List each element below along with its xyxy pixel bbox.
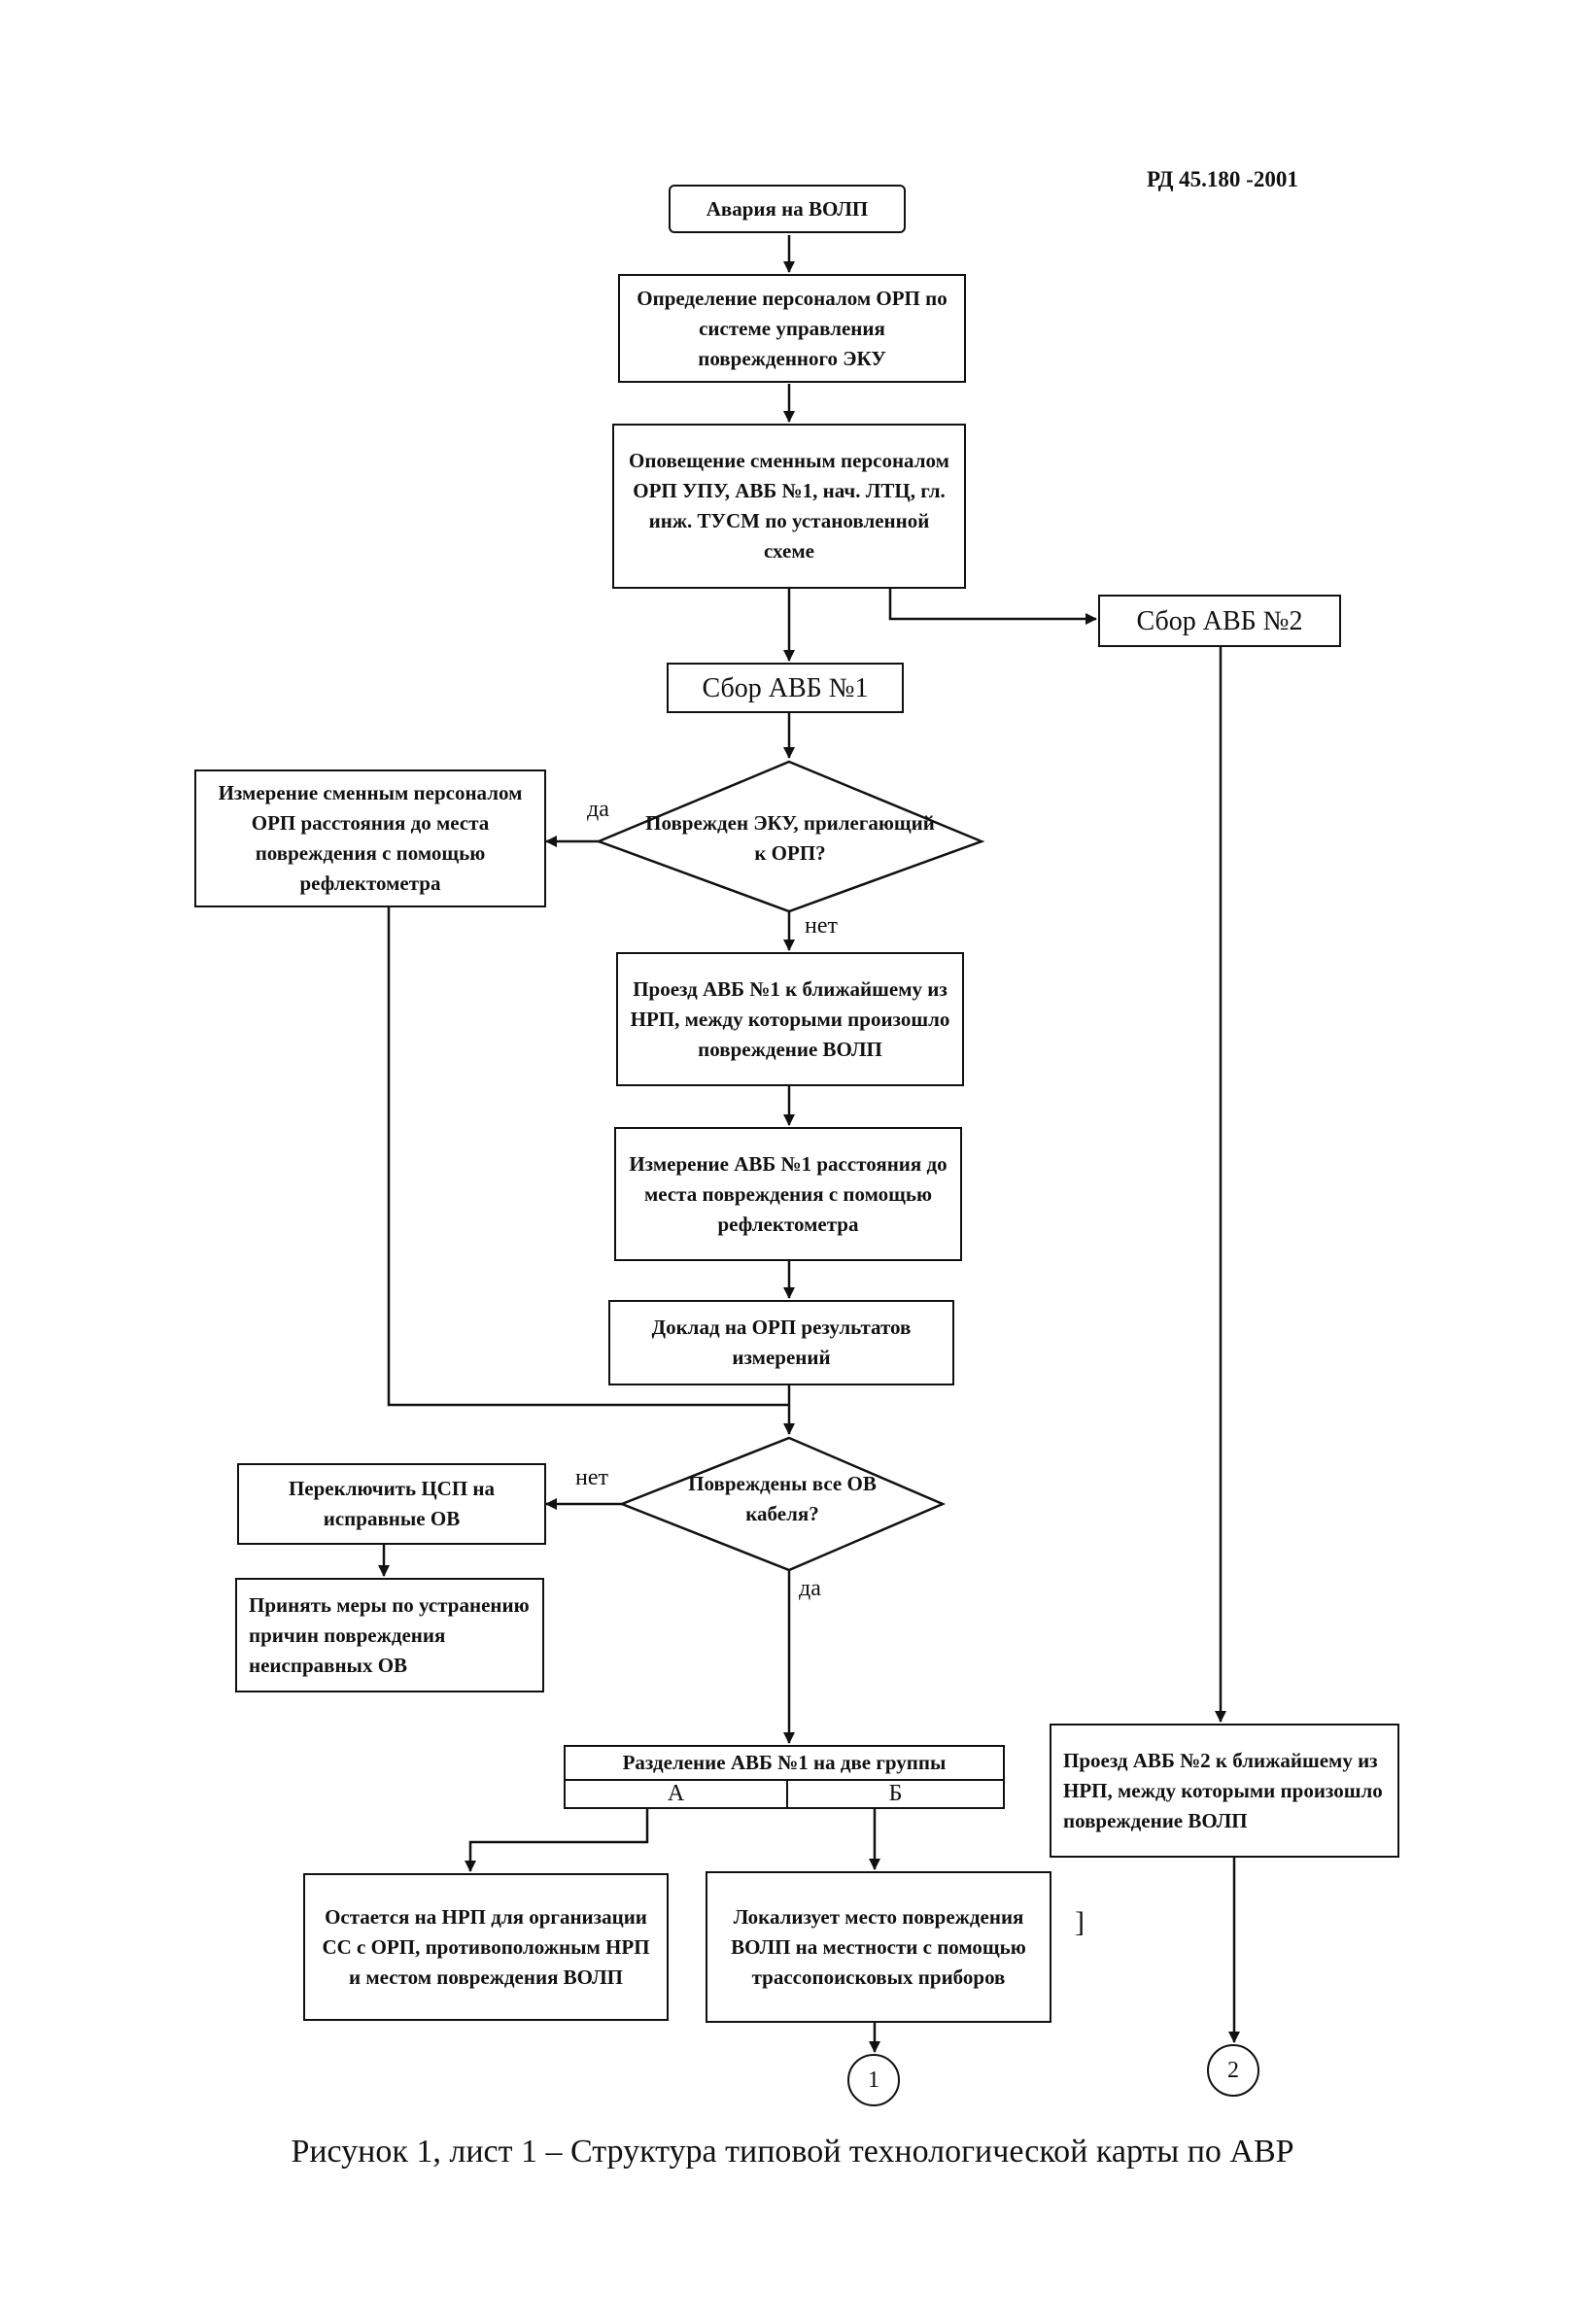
split-title: Разделение АВБ №1 на две группы	[566, 1747, 1003, 1781]
diamond-shape-d1	[595, 760, 985, 913]
edge-n6-d2	[387, 907, 789, 1407]
margin-mark: ]	[1075, 1906, 1085, 1938]
label-no-1: нет	[805, 913, 838, 939]
document-code: РД 45.180 -2001	[1147, 167, 1298, 191]
node-avb1-travel: Проезд АВБ №1 к ближайшему из НРП, между…	[616, 952, 964, 1086]
node-gather-avb2: Сбор АВБ №2	[1098, 595, 1341, 647]
figure-caption: Рисунок 1, лист 1 – Структура типовой те…	[291, 2134, 1294, 2170]
node-notify-personnel: Оповещение сменным персоналом ОРП УПУ, А…	[612, 424, 966, 589]
node-split-avb1: Разделение АВБ №1 на две группы А Б	[564, 1745, 1005, 1809]
node-accident: Авария на ВОЛП	[669, 185, 906, 233]
node-localize-damage: Локализует место повреждения ВОЛП на мес…	[706, 1871, 1051, 2023]
node-gather-avb1: Сбор АВБ №1	[667, 663, 904, 713]
label-no-2: нет	[575, 1465, 608, 1490]
edge-n3-n4	[888, 589, 1097, 625]
split-group-b: Б	[888, 1781, 903, 1806]
diamond-shape-d2	[618, 1436, 947, 1572]
edge-n12a-n14	[465, 1809, 649, 1872]
split-group-a: А	[566, 1779, 788, 1809]
node-determine-damaged-eku: Определение персоналом ОРП по системе уп…	[618, 274, 966, 383]
label-yes-2: да	[799, 1576, 821, 1601]
label-yes-1: да	[587, 797, 609, 822]
node-avb1-measure: Измерение АВБ №1 расстояния до места пов…	[614, 1127, 962, 1261]
node-avb2-travel: Проезд АВБ №2 к ближайшему из НРП, между…	[1050, 1724, 1399, 1858]
node-stay-at-nrp: Остается на НРП для организации СС с ОРП…	[303, 1873, 669, 2021]
node-take-measures: Принять меры по устранению причин повреж…	[235, 1578, 544, 1692]
connector-1: 1	[847, 2054, 900, 2106]
decision-eku-adjacent: Поврежден ЭКУ, прилегающий к ОРП?	[645, 811, 935, 865]
decision-all-fibers-damaged: Повреждены все ОВ кабеля?	[688, 1472, 877, 1525]
node-switch-dts: Переключить ЦСП на исправные ОВ	[237, 1463, 546, 1545]
connector-2: 2	[1207, 2044, 1259, 2097]
node-measure-by-orp-staff: Измерение сменным персоналом ОРП расстоя…	[194, 769, 546, 907]
node-report-results: Доклад на ОРП результатов измерений	[608, 1300, 954, 1385]
